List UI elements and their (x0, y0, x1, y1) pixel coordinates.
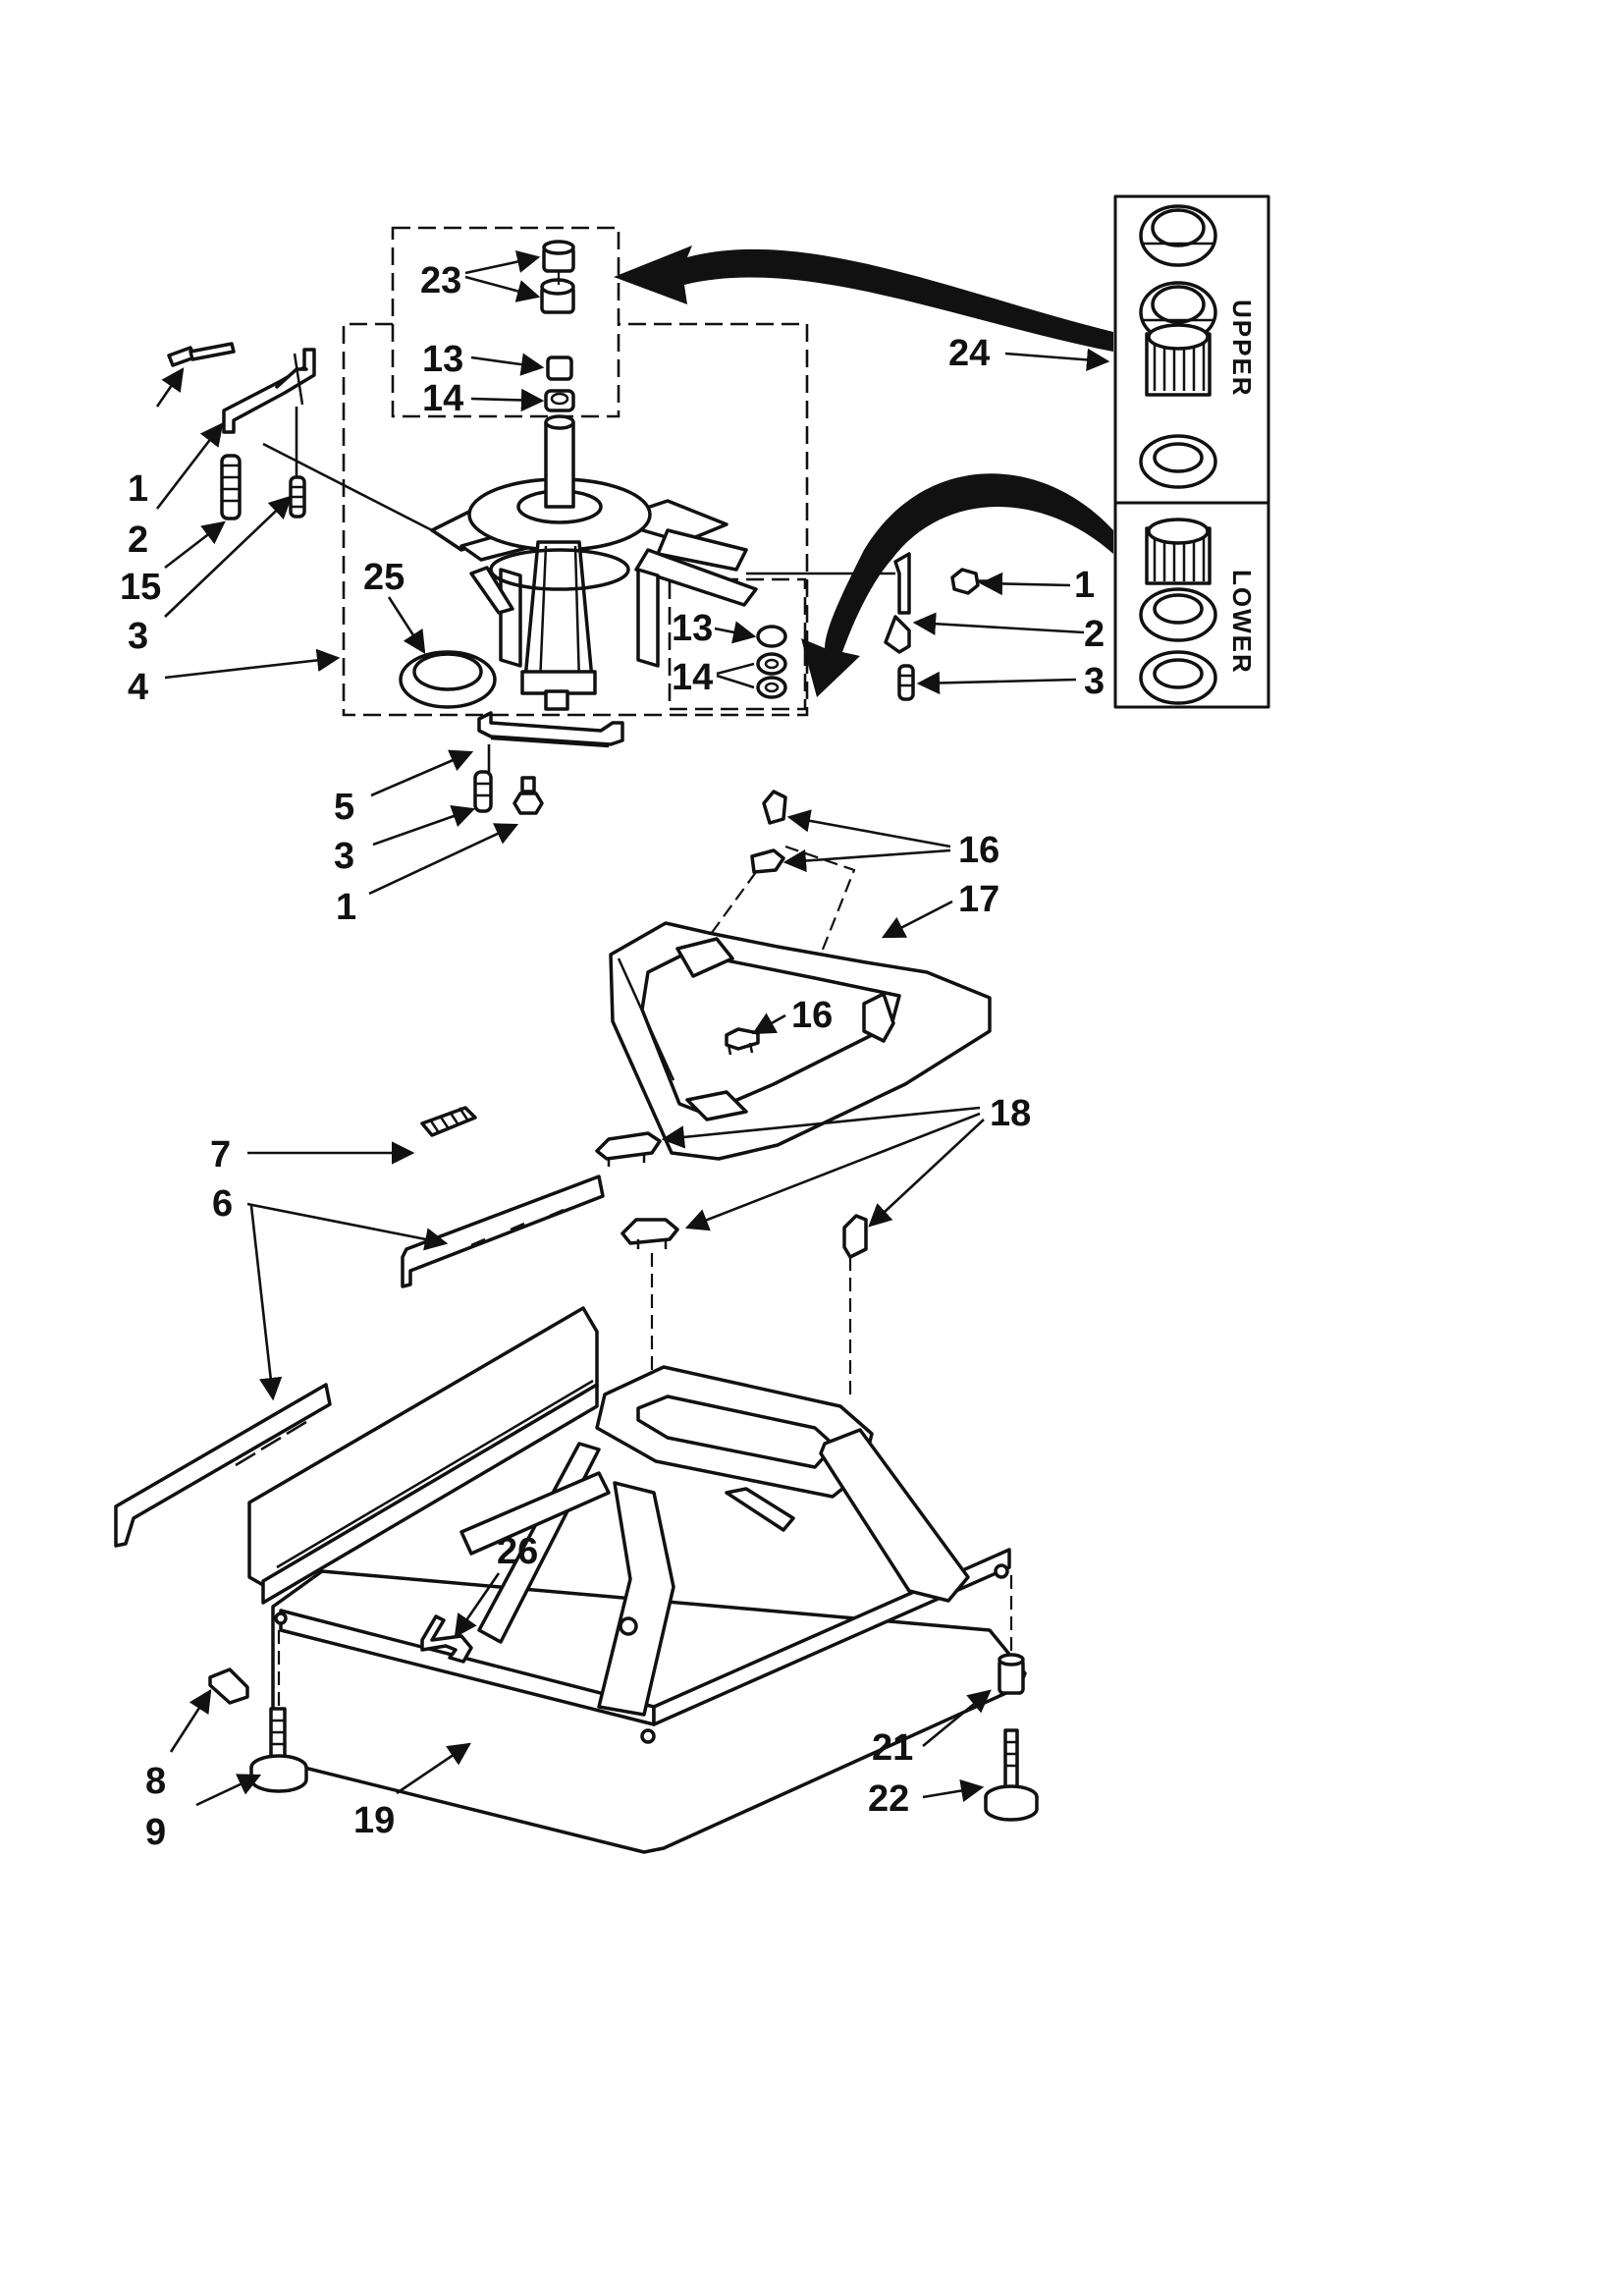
frame-17 (609, 921, 992, 1161)
callout-3a: 3 (128, 616, 148, 657)
spring-3a (289, 475, 306, 519)
clip-16-mid (750, 848, 785, 874)
upper-seal-ring-1 (1139, 204, 1217, 267)
callout-25: 25 (363, 557, 404, 598)
callout-8: 8 (145, 1761, 166, 1802)
leveler-8 (208, 1667, 249, 1705)
upper-bearing-gear (1145, 323, 1212, 397)
callout-3b: 3 (1084, 661, 1105, 702)
callout-15: 15 (120, 567, 161, 608)
bearing-13b (756, 625, 787, 648)
callout-6: 6 (212, 1183, 233, 1225)
foot-9 (249, 1707, 308, 1793)
lower-label: LOWER (1227, 570, 1257, 675)
lower-bearing-box (668, 577, 807, 711)
callout-4: 4 (128, 667, 148, 708)
bracket-2a (222, 348, 316, 434)
base-frame-19 (247, 1306, 1027, 1854)
spring-3c (473, 770, 493, 813)
callout-23: 23 (420, 260, 461, 301)
hook-26 (420, 1614, 473, 1664)
callout-14b: 14 (672, 657, 713, 698)
bracket-5 (477, 711, 624, 748)
callout-21: 21 (872, 1727, 913, 1769)
screw-1a (167, 342, 236, 367)
spring-3b (897, 664, 915, 701)
bearing-14a (544, 389, 575, 412)
hub-assembly-box (342, 322, 809, 717)
callout-9: 9 (145, 1812, 166, 1853)
clip-18-a (595, 1131, 662, 1167)
callout-13a: 13 (422, 339, 463, 380)
callout-7: 7 (210, 1134, 231, 1175)
bracket-2b (884, 552, 911, 654)
callout-2b: 2 (1084, 614, 1105, 655)
callout-1c: 1 (336, 887, 356, 928)
callout-2a: 2 (128, 519, 148, 561)
spacer-21 (998, 1653, 1025, 1695)
bearing-14b-top (756, 652, 787, 676)
strap-6b (114, 1383, 332, 1548)
callout-22: 22 (868, 1778, 909, 1820)
callout-19: 19 (353, 1800, 395, 1841)
callout-14a: 14 (422, 378, 463, 419)
clip-18-c (842, 1214, 868, 1259)
clip-18-b (620, 1218, 679, 1249)
callout-18: 18 (990, 1093, 1031, 1134)
bearing-23-top (542, 240, 575, 273)
bearing-13a (546, 355, 573, 381)
foot-22 (984, 1728, 1039, 1822)
spring-15 (220, 454, 242, 520)
callout-16b: 16 (791, 995, 833, 1036)
leader-lines (155, 250, 1110, 1807)
bracket-center-line (262, 442, 433, 532)
callout-26: 26 (497, 1531, 538, 1572)
callout-1b: 1 (1074, 565, 1095, 606)
bearing-kit-panel: UPPER LOWER (1113, 194, 1270, 709)
callout-labels: 1 2 15 3 4 25 23 13 14 13 14 1 2 3 5 3 1… (120, 260, 1105, 1853)
strap-6a (401, 1175, 605, 1288)
nut-1b (950, 568, 996, 595)
spring-7 (420, 1106, 477, 1137)
lower-bearing-gear (1145, 518, 1212, 585)
callout-3c: 3 (334, 836, 354, 877)
lower-kit-arrow (801, 473, 1113, 697)
nut-1c (512, 776, 544, 815)
callout-24: 24 (948, 333, 990, 374)
upper-label: UPPER (1227, 300, 1257, 398)
upper-bearing-box (391, 226, 620, 418)
clip-guide-dash (784, 845, 856, 975)
clip-16-top (762, 790, 787, 825)
upper-washer (1139, 434, 1217, 489)
callout-17: 17 (958, 879, 999, 920)
hub-base-assembly (430, 414, 758, 711)
bearing-23-bottom (540, 278, 575, 314)
callout-5: 5 (334, 787, 354, 828)
seal-ring-25 (399, 650, 497, 709)
callout-16a: 16 (958, 830, 999, 871)
upper-kit-arrow (614, 246, 1113, 352)
callout-1a: 1 (128, 468, 148, 510)
lower-seal-ring (1139, 587, 1217, 642)
bearing-14b-bottom (756, 676, 787, 699)
lower-washer (1139, 650, 1217, 705)
callout-13b: 13 (672, 608, 713, 649)
